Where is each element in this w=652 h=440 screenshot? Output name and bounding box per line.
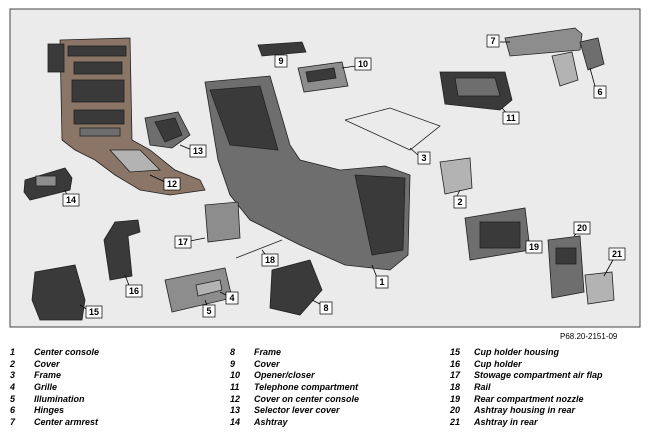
svg-text:11: 11 xyxy=(506,113,516,123)
callout-7: 7 xyxy=(486,34,500,48)
callout-19: 19 xyxy=(525,240,543,254)
callout-15: 15 xyxy=(85,305,103,319)
part-stowage-air-flap xyxy=(204,201,241,243)
svg-text:3: 3 xyxy=(421,153,426,163)
callout-14: 14 xyxy=(62,193,80,207)
part-cup-holder xyxy=(103,219,141,281)
svg-text:19: 19 xyxy=(529,242,539,252)
part-cover-side xyxy=(439,157,473,195)
part-cover-on-center-console xyxy=(47,37,206,196)
part-telephone-compartment xyxy=(439,71,513,111)
callout-16: 16 xyxy=(125,284,143,298)
svg-text:7: 7 xyxy=(490,36,495,46)
callout-20: 20 xyxy=(573,221,591,235)
svg-text:20: 20 xyxy=(577,223,587,233)
part-opener-closer xyxy=(297,61,349,93)
part-selector-lever-cover xyxy=(144,111,191,149)
svg-text:10: 10 xyxy=(358,59,368,69)
svg-text:16: 16 xyxy=(129,286,139,296)
callout-6: 6 xyxy=(593,85,607,99)
svg-text:21: 21 xyxy=(612,249,622,259)
callout-3: 3 xyxy=(417,151,431,165)
part-ashtray-rear xyxy=(584,271,615,305)
part-frame-lower xyxy=(269,259,323,316)
svg-text:2: 2 xyxy=(457,197,462,207)
svg-text:15: 15 xyxy=(89,307,99,317)
part-rear-compartment-nozzle xyxy=(464,207,531,261)
callout-13: 13 xyxy=(189,144,207,158)
svg-text:6: 6 xyxy=(597,87,602,97)
figure-reference-code: P68.20-2151-09 xyxy=(560,332,618,341)
svg-text:1: 1 xyxy=(379,277,384,287)
callout-2: 2 xyxy=(453,195,467,209)
callout-5: 5 xyxy=(202,304,216,318)
part-rail xyxy=(235,239,283,259)
part-hinges xyxy=(551,37,605,87)
callout-1: 1 xyxy=(375,275,389,289)
callout-18: 18 xyxy=(261,253,279,267)
callout-12: 12 xyxy=(163,177,181,191)
part-illumination xyxy=(195,279,223,297)
part-frame xyxy=(344,107,441,151)
svg-text:9: 9 xyxy=(278,56,283,66)
callout-10: 10 xyxy=(354,57,372,71)
svg-text:13: 13 xyxy=(193,146,203,156)
svg-text:5: 5 xyxy=(206,306,211,316)
part-ashtray-housing-rear xyxy=(547,235,585,299)
part-cup-holder-housing xyxy=(31,264,86,321)
callout-21: 21 xyxy=(608,247,626,261)
svg-text:8: 8 xyxy=(323,303,328,313)
part-ashtray xyxy=(23,167,73,201)
part-cover-top xyxy=(257,41,307,57)
callout-17: 17 xyxy=(174,235,192,249)
svg-text:17: 17 xyxy=(178,237,188,247)
svg-text:4: 4 xyxy=(229,293,234,303)
part-center-console xyxy=(204,75,411,271)
callout-8: 8 xyxy=(319,301,333,315)
callout-4: 4 xyxy=(225,291,239,305)
callout-11: 11 xyxy=(502,111,520,125)
svg-text:12: 12 xyxy=(167,179,177,189)
svg-text:14: 14 xyxy=(66,195,76,205)
svg-text:18: 18 xyxy=(265,255,275,265)
callout-9: 9 xyxy=(274,54,288,68)
